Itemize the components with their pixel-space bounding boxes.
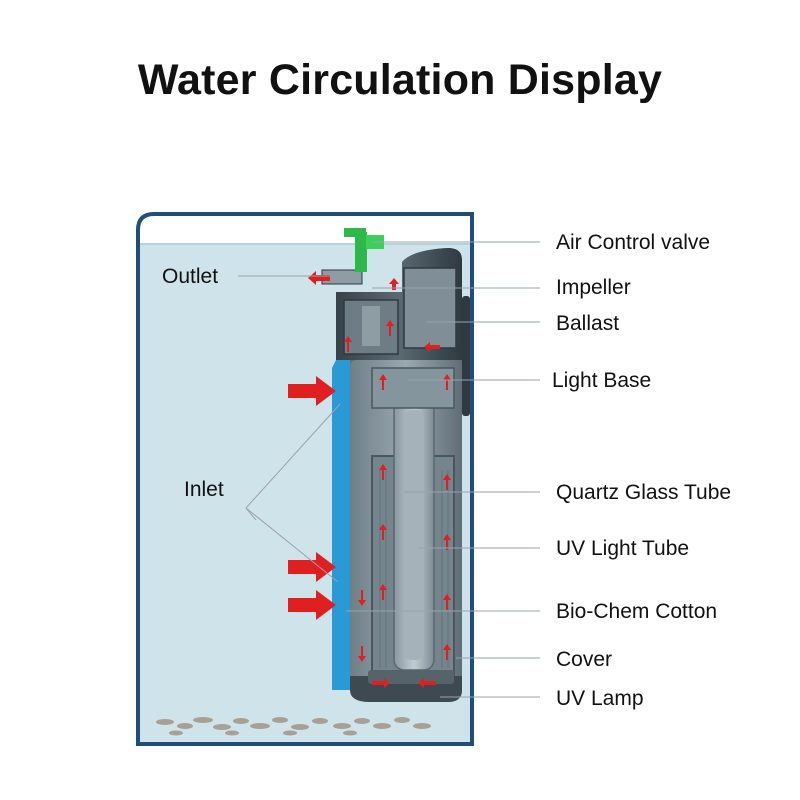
leader-lines bbox=[238, 241, 540, 698]
label-quartz-glass-tube: Quartz Glass Tube bbox=[556, 481, 731, 504]
inlet-panel bbox=[332, 341, 354, 690]
gravel-substrate bbox=[156, 717, 431, 736]
flow-arrows bbox=[288, 271, 451, 688]
label-cover: Cover bbox=[556, 648, 612, 671]
label-light-base: Light Base bbox=[552, 369, 651, 392]
label-ballast: Ballast bbox=[556, 312, 619, 335]
label-outlet: Outlet bbox=[162, 265, 218, 288]
label-bio-chem-cotton: Bio-Chem Cotton bbox=[556, 600, 717, 623]
page-title: Water Circulation Display bbox=[137, 56, 663, 104]
label-inlet: Inlet bbox=[184, 478, 224, 501]
part-labels: Outlet Inlet Air Control valve Impeller … bbox=[162, 231, 731, 710]
label-air-control-valve: Air Control valve bbox=[556, 231, 710, 254]
label-impeller: Impeller bbox=[556, 276, 631, 299]
filter-unit bbox=[321, 248, 470, 702]
label-uv-lamp: UV Lamp bbox=[556, 687, 644, 710]
label-uv-light-tube: UV Light Tube bbox=[556, 537, 689, 560]
